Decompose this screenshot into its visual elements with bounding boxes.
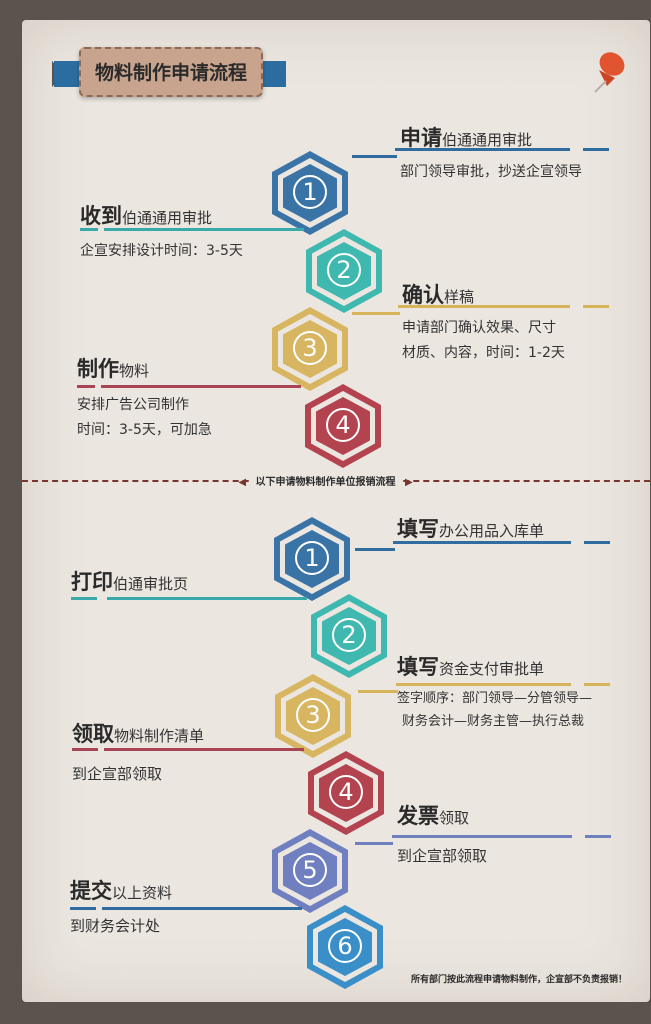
connector-line [101, 385, 301, 388]
connector-line [80, 228, 98, 231]
step-number: 4 [329, 775, 363, 809]
step-label-bottom-4: 领取物料制作清单 [72, 722, 205, 746]
step-number: 2 [327, 253, 361, 287]
step-hex-top-3: 3 [272, 307, 348, 391]
footer-note: 所有部门按此流程申请物料制作，企宣部不负责报销！ [411, 975, 628, 985]
connector-line [77, 385, 95, 388]
step-hex-top-4: 4 [305, 384, 381, 468]
step-label-top-1: 申请伯通通用审批 [400, 126, 533, 150]
step-label-top-2: 收到伯通通用审批 [80, 204, 213, 228]
step-desc-bottom-5: 到企宣部领取 [397, 847, 488, 865]
step-hex-top-2: 2 [306, 229, 382, 313]
step-desc-bottom-4: 到企宣部领取 [72, 765, 163, 783]
step-desc-top-3: 申请部门确认效果、尺寸 材质、内容，时间：1-2天 [402, 320, 565, 361]
connector-line [70, 907, 96, 910]
connector-line [392, 835, 572, 838]
step-label-top-3: 确认样稿 [402, 283, 475, 307]
connector-line [393, 541, 571, 544]
connector-line [358, 690, 398, 693]
connector-line [355, 842, 393, 845]
connector-line [352, 155, 397, 158]
connector-line [584, 541, 610, 544]
step-label-bottom-6: 提交以上资料 [70, 879, 173, 903]
page-title: 物料制作申请流程 [94, 62, 247, 84]
step-hex-bottom-2: 2 [311, 594, 387, 678]
step-desc-bottom-3: 签字顺序：部门领导—分管领导— 财务会计—财务主管—执行总裁 [397, 691, 593, 729]
connector-line [585, 835, 611, 838]
step-hex-top-1: 1 [272, 151, 348, 235]
step-number: 3 [296, 698, 330, 732]
step-number: 3 [293, 331, 327, 365]
connector-line [352, 312, 400, 315]
divider-label: ◀ 以下申请物料制作单位报销流程 ▶ [238, 477, 413, 488]
step-desc-top-4: 安排广告公司制作 时间：3-5天，可加急 [77, 397, 212, 438]
step-desc-top-2: 企宣安排设计时间：3-5天 [80, 243, 243, 259]
step-hex-bottom-1: 1 [274, 517, 350, 601]
connector-line [102, 907, 302, 910]
step-hex-bottom-6: 6 [307, 905, 383, 989]
connector-line [72, 748, 98, 751]
connector-line [584, 683, 610, 686]
step-number: 1 [295, 541, 329, 575]
connector-line [107, 597, 307, 600]
step-label-bottom-5: 发票领取 [397, 804, 470, 828]
step-desc-top-1: 部门领导审批，抄送企宣领导 [400, 164, 582, 180]
connector-line [355, 548, 395, 551]
connector-line [583, 305, 609, 308]
step-number: 2 [332, 618, 366, 652]
step-number: 4 [326, 408, 360, 442]
connector-line [398, 305, 570, 308]
step-hex-bottom-4: 4 [308, 751, 384, 835]
step-desc-bottom-6: 到财务会计处 [70, 917, 161, 935]
step-label-bottom-3: 填写资金支付审批单 [397, 655, 545, 679]
connector-line [104, 228, 304, 231]
step-hex-bottom-5: 5 [272, 829, 348, 913]
step-number: 1 [293, 175, 327, 209]
step-label-bottom-2: 打印伯通审批页 [71, 570, 189, 594]
connector-line [71, 597, 97, 600]
connector-line [396, 683, 571, 686]
step-hex-bottom-3: 3 [275, 674, 351, 758]
connector-line [395, 148, 570, 151]
pushpin-icon [594, 52, 625, 93]
step-number: 6 [328, 929, 362, 963]
connector-line [583, 148, 609, 151]
step-number: 5 [293, 853, 327, 887]
connector-line [104, 748, 304, 751]
title-badge [79, 47, 263, 97]
step-label-top-4: 制作物料 [77, 357, 150, 381]
step-label-bottom-1: 填写办公用品入库单 [397, 517, 545, 541]
